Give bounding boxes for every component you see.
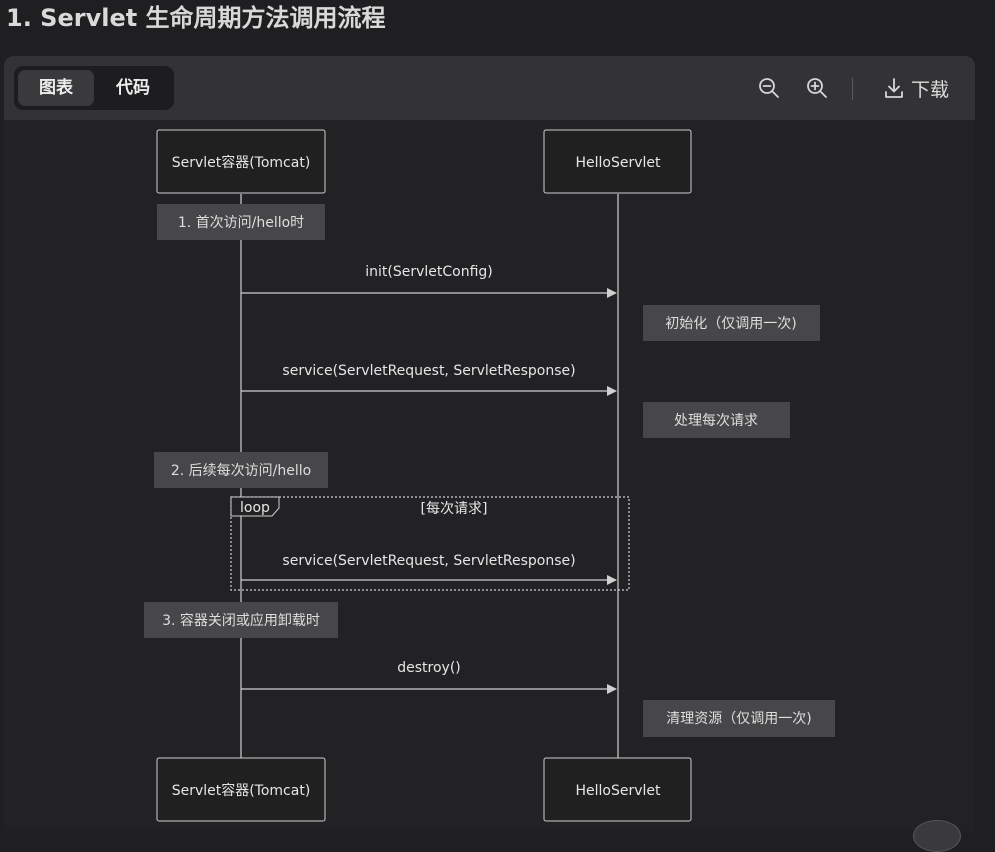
download-button[interactable]: 下载 (876, 72, 956, 104)
participant-servlet-bottom: HelloServlet (543, 757, 692, 822)
loop-condition: [每次请求] (421, 501, 488, 517)
message-service-loop-label: service(ServletRequest, ServletResponse) (282, 553, 575, 569)
zoom-in-button[interactable] (802, 72, 832, 104)
zoom-out-button[interactable] (754, 72, 784, 104)
loop-frame: loop [每次请求] (230, 496, 630, 591)
note-first-access-text: 1. 首次访问/hello时 (178, 215, 304, 231)
zoom-in-icon (807, 78, 827, 98)
participant-container-bottom-label: Servlet容器(Tomcat) (172, 782, 311, 799)
note-shutdown-text: 3. 容器关闭或应用卸载时 (162, 612, 320, 629)
view-tabs: 图表 代码 (14, 66, 174, 110)
tab-code[interactable]: 代码 (116, 78, 150, 98)
download-label: 下载 (910, 78, 949, 101)
note-subsequent-access: 2. 后续每次访问/hello (154, 452, 328, 488)
participant-servlet-bottom-label: HelloServlet (575, 783, 661, 799)
note-handle-request-text: 处理每次请求 (674, 413, 758, 429)
participant-container-top: Servlet容器(Tomcat) (156, 129, 326, 194)
participant-servlet-label: HelloServlet (575, 155, 661, 171)
section-title: 1. Servlet 生命周期方法调用流程 (6, 4, 386, 32)
note-cleanup-text: 清理资源（仅调用一次) (666, 711, 811, 727)
zoom-out-icon (759, 78, 779, 98)
download-icon (885, 78, 903, 98)
note-cleanup: 清理资源（仅调用一次) (643, 700, 835, 737)
scroll-to-top-button[interactable] (913, 820, 961, 852)
note-init-text: 初始化（仅调用一次) (665, 315, 796, 332)
message-init-label: init(ServletConfig) (365, 264, 493, 280)
participant-container-bottom: Servlet容器(Tomcat) (156, 757, 326, 822)
note-shutdown: 3. 容器关闭或应用卸载时 (144, 602, 338, 638)
note-init: 初始化（仅调用一次) (643, 305, 820, 341)
participant-container-label: Servlet容器(Tomcat) (172, 154, 311, 171)
tab-chart[interactable]: 图表 (18, 70, 94, 106)
message-service-label: service(ServletRequest, ServletResponse) (282, 363, 575, 379)
note-handle-request: 处理每次请求 (643, 402, 790, 438)
note-subsequent-access-text: 2. 后续每次访问/hello (171, 462, 311, 479)
participant-servlet-top: HelloServlet (543, 129, 692, 194)
diagram-canvas: Servlet容器(Tomcat) HelloServlet 1. 首次访问/h… (4, 120, 975, 831)
message-destroy-label: destroy() (397, 660, 461, 676)
loop-keyword: loop (240, 500, 270, 516)
toolbar: 图表 代码 下载 (4, 56, 975, 120)
diagram-panel: 图表 代码 下载 (4, 56, 975, 831)
sequence-diagram: Servlet容器(Tomcat) HelloServlet 1. 首次访问/h… (144, 129, 835, 822)
toolbar-divider (852, 78, 853, 100)
note-first-access: 1. 首次访问/hello时 (157, 204, 325, 240)
